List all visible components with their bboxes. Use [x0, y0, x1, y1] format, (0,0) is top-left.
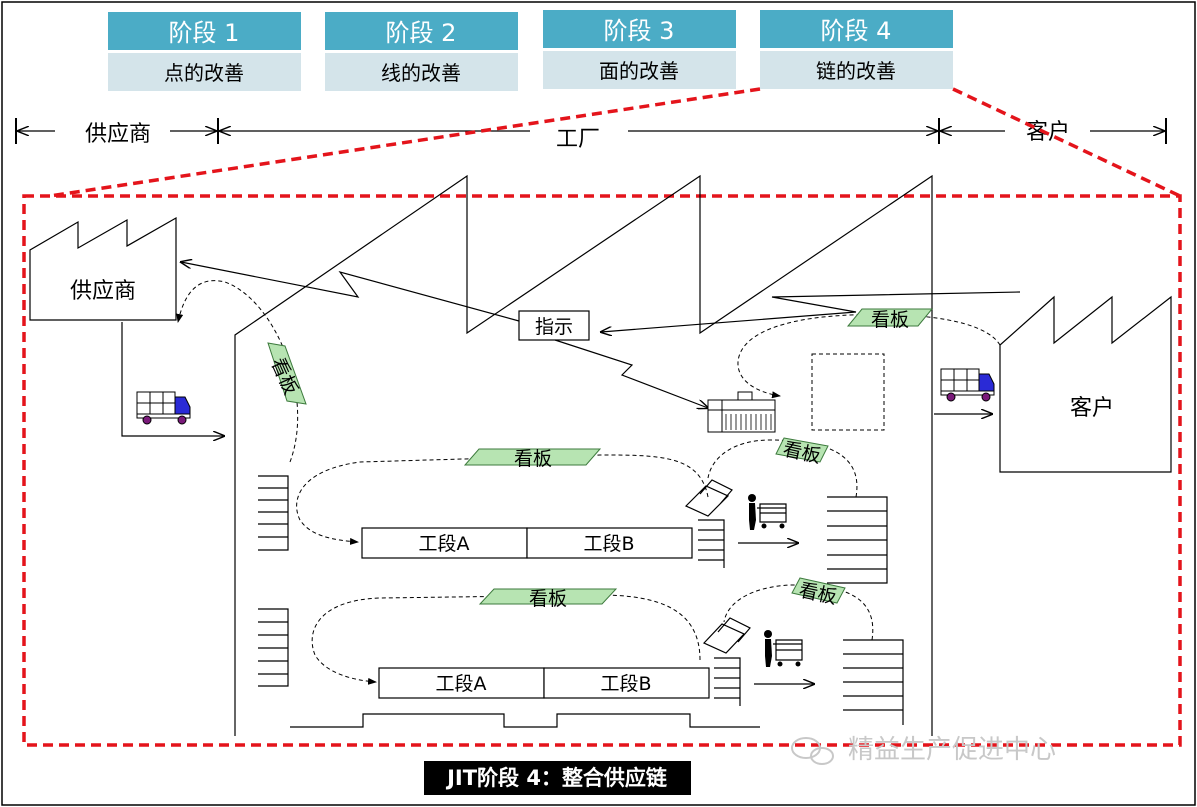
supermarket-rack-left-2 [258, 608, 289, 687]
stage-4-name: 链的改善 [816, 59, 896, 83]
customer-factory-label: 客户 [1070, 396, 1114, 421]
process-line-2: 工段A 工段B [378, 667, 710, 699]
worker-cart-icon-1 [748, 494, 787, 530]
stage-4: 阶段 4 链的改善 [760, 10, 953, 89]
information-flow [181, 262, 1021, 408]
finished-goods-rack-2 [843, 639, 904, 725]
stage-2-number: 阶段 2 [386, 19, 457, 47]
segment-span-row: 供应商 工厂 客户 [15, 118, 1167, 152]
kanban-label: 看板 [529, 588, 567, 610]
factory-building [234, 174, 933, 736]
output-rack-2 [714, 657, 741, 706]
supplier-truck-icon [136, 391, 191, 425]
kanban-card-supplier-loop: 看板 [266, 342, 307, 405]
segment-supplier-label: 供应商 [85, 122, 151, 147]
kanban-loops [176, 280, 1001, 685]
stage-3: 阶段 3 面的改善 [543, 10, 736, 89]
stage-3-number: 阶段 3 [604, 17, 675, 45]
stage-2: 阶段 2 线的改善 [325, 12, 518, 91]
worker-cart-icon-2 [764, 630, 803, 667]
wechat-icon [791, 737, 821, 759]
supplier-delivery-arrow [121, 322, 224, 436]
process-line-1: 工段A 工段B [361, 527, 693, 559]
stage-3-name: 面的改善 [599, 59, 679, 83]
supermarket-rack-left-1 [258, 475, 289, 551]
process-b-label: 工段B [583, 533, 634, 555]
heijunka-box-icon [707, 391, 776, 433]
process-a-box [361, 527, 528, 559]
kanban-label: 看板 [514, 448, 552, 470]
kanban-card-line-2: 看板 [478, 588, 618, 610]
kanban-card-line-1: 看板 [463, 448, 602, 470]
segment-factory-label: 工厂 [556, 127, 600, 152]
watermark: 精益生产促进中心 [791, 735, 1056, 765]
process-b-box [543, 667, 710, 699]
customer-truck-icon [940, 368, 995, 402]
process-b-label: 工段B [600, 673, 651, 695]
process-a-label: 工段A [419, 533, 470, 555]
stage-1: 阶段 1 点的改善 [108, 12, 301, 91]
kanban-card-customer: 看板 [846, 308, 934, 331]
stage-4-highlight [22, 87, 1182, 747]
output-rack-1 [698, 519, 725, 568]
stage-2-name: 线的改善 [381, 61, 461, 85]
process-a-label: 工段A [436, 673, 487, 695]
stage-4-number: 阶段 4 [821, 17, 892, 45]
customer-factory: 客户 [999, 295, 1172, 473]
process-b-box [526, 527, 693, 559]
watermark-text: 精益生产促进中心 [848, 735, 1056, 765]
kanban-card-dock-1: 看板 [775, 437, 829, 468]
supplier-factory-label: 供应商 [70, 279, 136, 304]
caption-text: JIT阶段 4：整合供应链 [445, 766, 668, 790]
process-a-box [378, 667, 545, 699]
kanban-label: 看板 [781, 438, 823, 467]
stage-1-number: 阶段 1 [169, 19, 240, 47]
kanban-label: 看板 [871, 309, 909, 331]
kanban-label: 看板 [797, 579, 839, 608]
instruction-box: 指示 [518, 310, 590, 341]
finished-goods-rack-1 [827, 496, 888, 584]
supplier-factory: 供应商 [29, 216, 177, 321]
shipping-area [811, 353, 885, 431]
instruction-label: 指示 [535, 316, 573, 338]
stage-1-name: 点的改善 [164, 61, 244, 85]
caption: JIT阶段 4：整合供应链 [424, 761, 691, 795]
kanban-post-icon [684, 479, 751, 654]
